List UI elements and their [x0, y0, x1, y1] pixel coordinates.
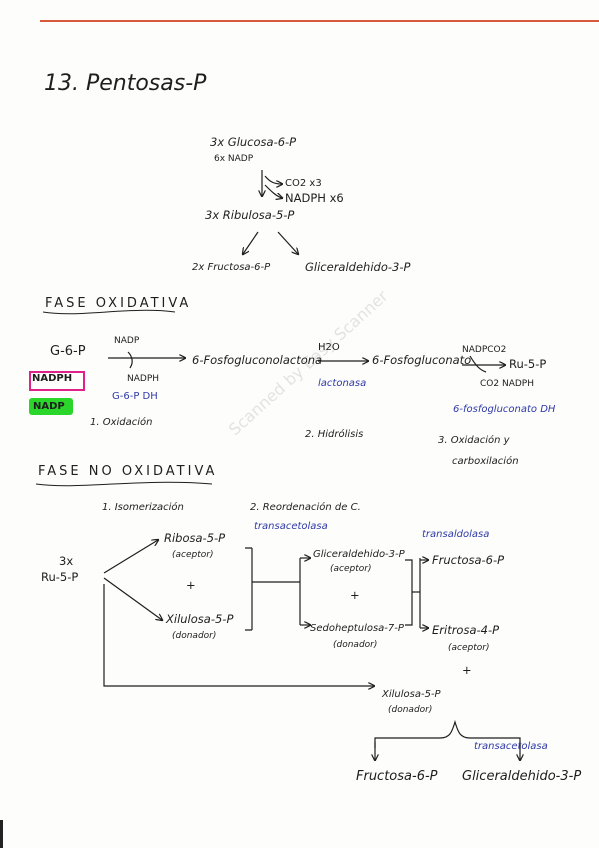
nox-plus-3: +: [462, 663, 472, 677]
nox-xylulose-2-role: (donador): [388, 705, 433, 715]
nox-eritrose-role: (aceptor): [448, 643, 490, 653]
step-oxidation-carboxylation-2: carboxilación: [452, 456, 519, 467]
page-title: 13. Pentosas-P: [44, 71, 207, 96]
nox-fructose: Fructosa-6-P: [432, 553, 505, 567]
summary-ribulose: 3x Ribulosa-5-P: [205, 208, 295, 222]
ox-nadp: NADP: [114, 336, 140, 346]
summary-fructose: 2x Fructosa-6-P: [192, 262, 271, 273]
enzyme-transcetolasa-1: transacetolasa: [254, 521, 328, 532]
summary-glyceraldehyde: Gliceraldehido-3-P: [305, 260, 411, 274]
enzyme-transcetolasa-2: transacetolasa: [474, 741, 548, 752]
enzyme-transaldolasa: transaldolasa: [422, 529, 490, 540]
final-glyceraldehyde: Gliceraldehido-3-P: [462, 769, 582, 784]
nox-ribose-role: (aceptor): [172, 550, 214, 560]
nox-ribose: Ribosa-5-P: [164, 531, 226, 545]
nox-gliceral: Gliceraldehido-3-P: [313, 549, 405, 560]
enzyme-6pgdh: 6-fosfogluconato DH: [453, 404, 556, 415]
final-fructose: Fructosa-6-P: [356, 769, 438, 784]
nox-eritrose: Eritrosa-4-P: [432, 623, 500, 637]
enzyme-g6pdh: G-6-P DH: [112, 391, 158, 402]
ox-nadph: NADPH: [127, 374, 160, 384]
ox-nadp-co2: NADPCO2: [462, 345, 507, 355]
step-reorganization: 2. Reordenación de C.: [250, 502, 361, 513]
step-isomerization: 1. Isomerización: [102, 502, 184, 513]
nox-sedo-role: (donador): [333, 640, 378, 650]
summary-nadph: NADPH x6: [285, 191, 344, 205]
nadp-badge: NADP: [33, 401, 65, 412]
nox-xylulose-role: (donador): [172, 631, 217, 641]
oxidative-header: FASE OXIDATIVA: [45, 296, 192, 311]
nox-xylulose: Xilulosa-5-P: [166, 612, 234, 626]
nox-gliceral-role: (aceptor): [330, 564, 372, 574]
nox-start-ru5p: Ru-5-P: [41, 570, 79, 584]
summary-nadp: 6x NADP: [214, 154, 254, 164]
nonoxidative-header: FASE NO OXIDATIVA: [38, 464, 218, 479]
ox-ru5p: Ru-5-P: [509, 357, 547, 371]
nox-plus-1: +: [186, 578, 196, 592]
summary-glucose: 3x Glucosa-6-P: [210, 135, 297, 149]
ox-lactone: 6-Fosfogluconolactona: [192, 353, 323, 367]
step-oxidation-carboxylation-1: 3. Oxidación y: [438, 435, 510, 446]
summary-co2: CO2 x3: [285, 178, 322, 189]
nox-sedo: Sedoheptulosa-7-P: [310, 623, 404, 634]
step-hydrolysis: 2. Hidrólisis: [305, 429, 364, 440]
nadp-highlight: [29, 398, 73, 415]
nox-plus-2: +: [350, 588, 360, 602]
nox-start-count: 3x: [59, 554, 74, 568]
nox-xylulose-2: Xilulosa-5-P: [382, 689, 441, 700]
ox-h2o: H2O: [318, 342, 340, 353]
nadph-badge: NADPH: [32, 373, 73, 384]
ox-co2-nadph: CO2 NADPH: [480, 379, 534, 389]
step-oxidation: 1. Oxidación: [90, 417, 153, 428]
nadph-highlight: [29, 371, 85, 391]
margin-line: [40, 20, 599, 22]
page-edge-mark: [0, 820, 3, 848]
ox-g6p: G-6-P: [50, 344, 86, 359]
ox-lactonasa: lactonasa: [318, 378, 367, 389]
ox-gluconate: 6-Fosfogluconato: [372, 353, 472, 367]
